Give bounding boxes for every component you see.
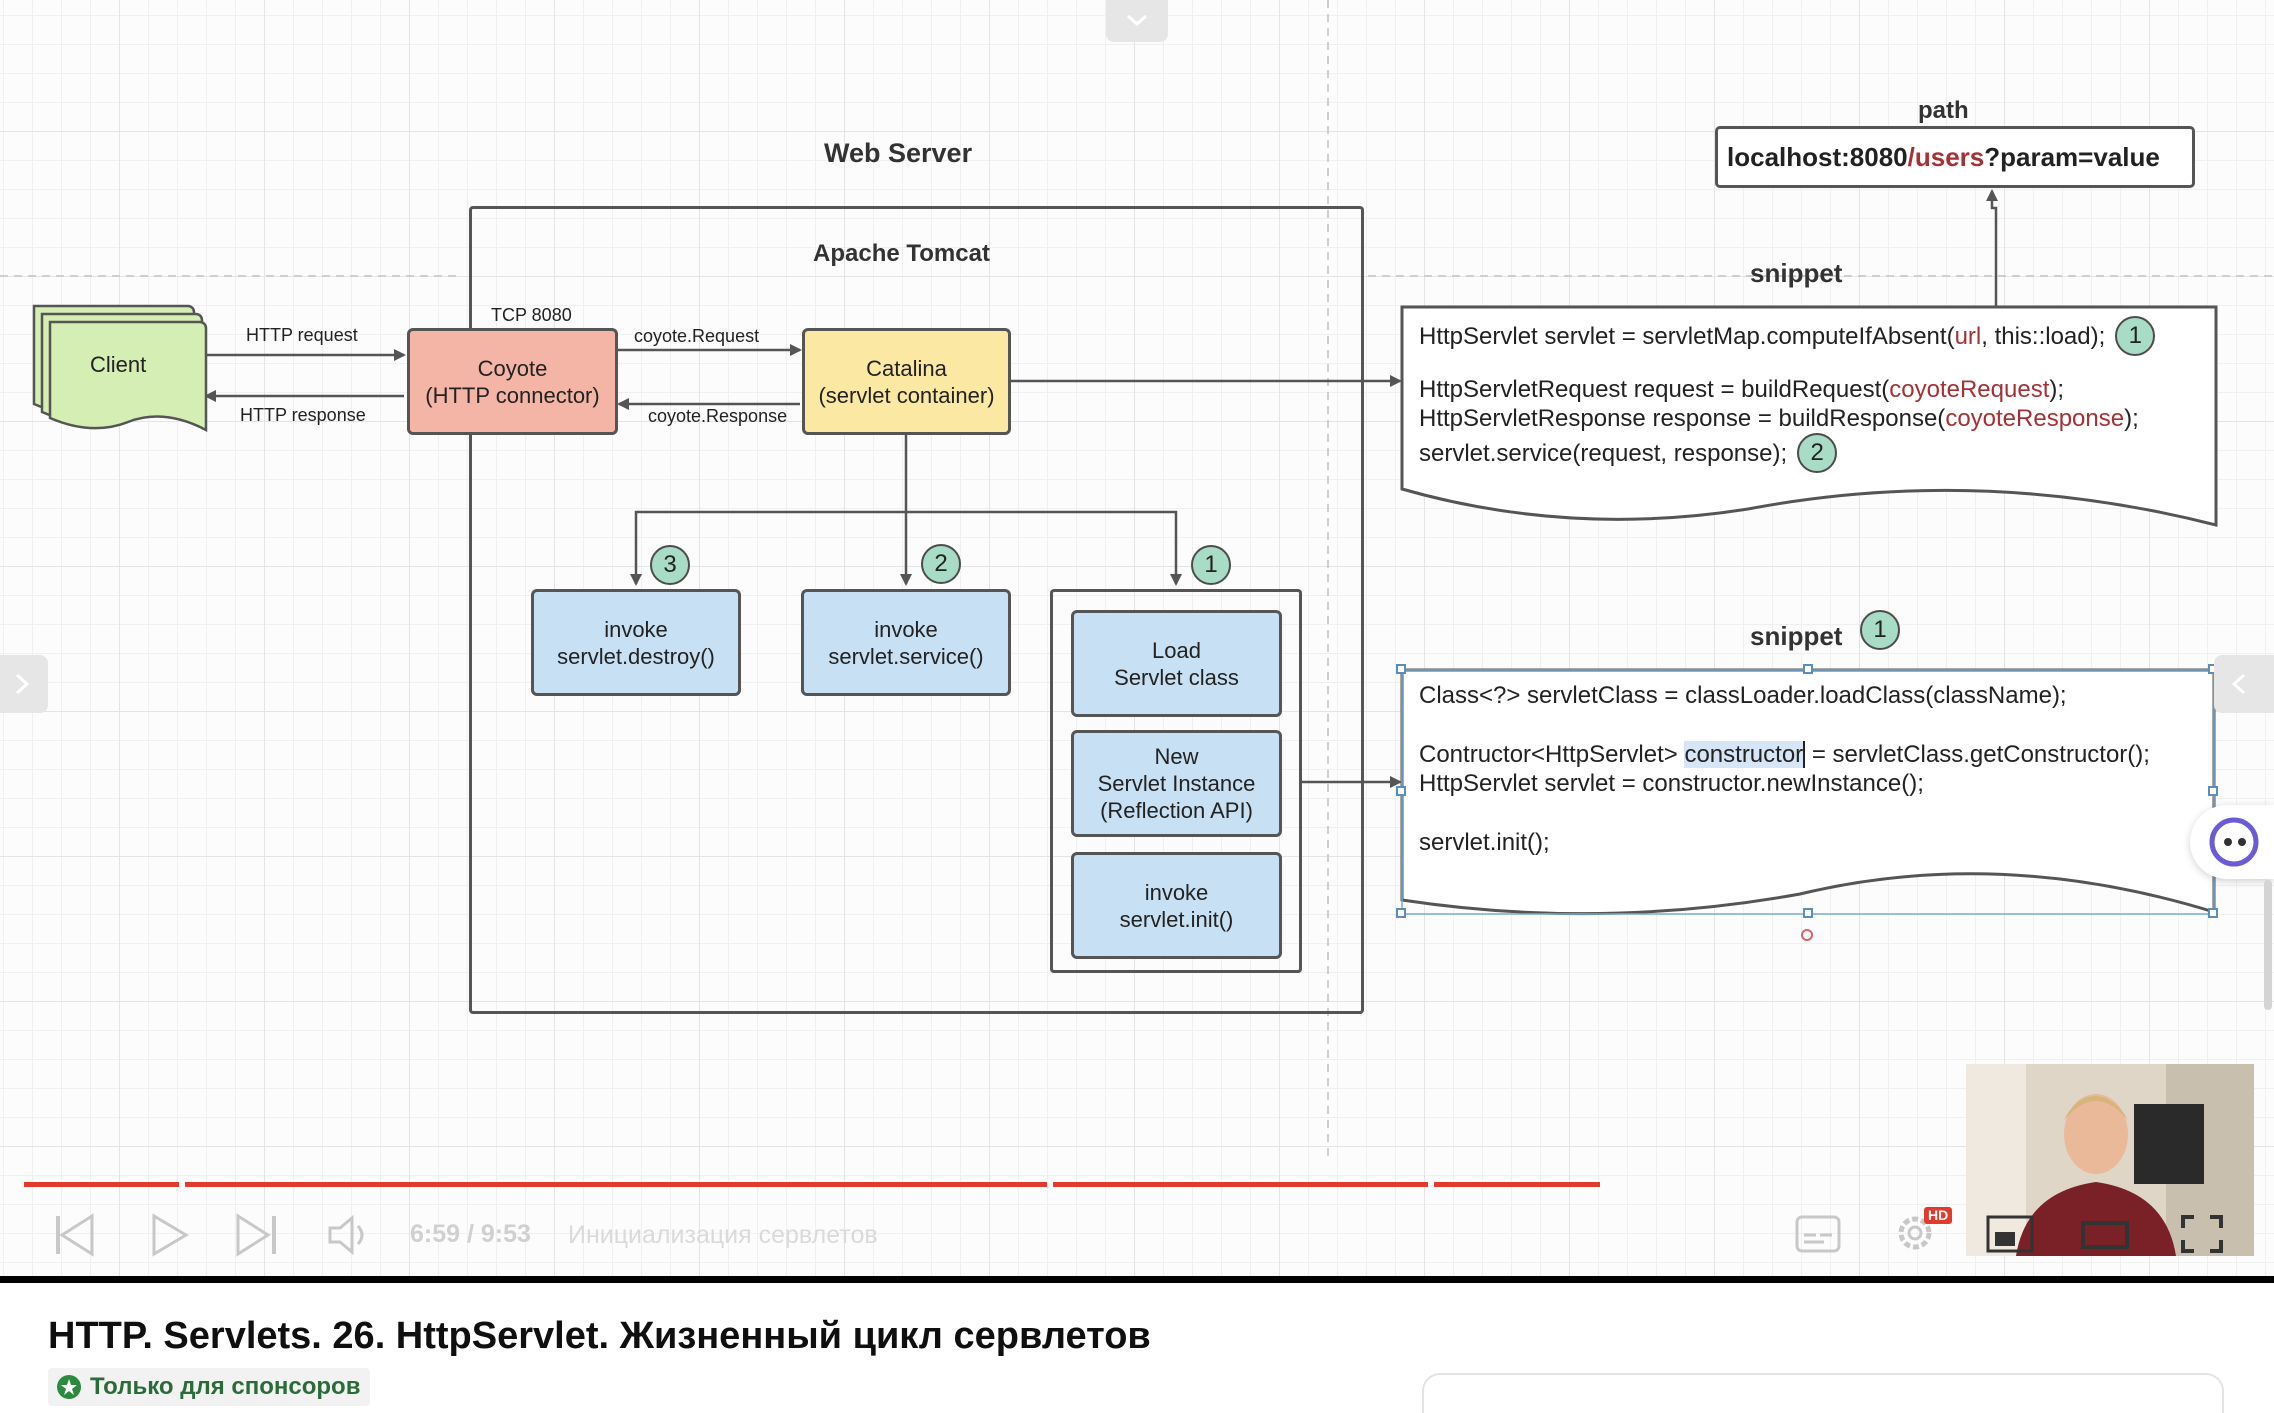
coyote-request-label: coyote.Request [634,326,760,346]
tomcat-container[interactable] [469,206,1364,1014]
progress-segment[interactable] [1434,1182,1600,1187]
progress-segment[interactable] [185,1182,1047,1187]
resize-handle-br[interactable] [2208,908,2218,918]
snippet1-line3: HttpServletResponse response = buildResp… [1419,405,2139,432]
init-node[interactable]: invoke servlet.init() [1071,852,1282,959]
web-server-title: Web Server [824,138,973,168]
chevron-right-icon [15,673,30,695]
miniplayer-icon[interactable] [1985,1214,2035,1254]
path-host: localhost:8080 [1727,142,1908,172]
step-badge-init: 1 [1191,545,1231,585]
http-request-label: HTTP request [246,325,358,345]
play-icon[interactable] [150,1212,190,1258]
snippet2-code: Class<?> servletClass = classLoader.load… [1419,681,2150,857]
assistant-bubble-icon[interactable] [2190,805,2274,879]
snippet2-line3: HttpServlet servlet = constructor.newIns… [1419,770,1924,797]
path-box[interactable]: localhost:8080/users?param=value [1715,126,2195,188]
catalina-node[interactable]: Catalina (servlet container) [802,328,1011,435]
chapter-title[interactable]: Инициализация сервлетов [568,1221,878,1249]
coyote-node[interactable]: Coyote (HTTP connector) [407,328,618,435]
destroy-node[interactable]: invoke servlet.destroy() [531,589,741,696]
snippet1-line2: HttpServletRequest request = buildReques… [1419,376,2065,403]
snippet2-line1: Class<?> servletClass = classLoader.load… [1419,682,2067,709]
settings-icon[interactable] [1892,1210,1938,1256]
whiteboard-canvas[interactable]: Web Server Apache Tomcat Client HTTP req… [0,0,2274,1276]
snippet1-line4: servlet.service(request, response); 2 [1419,433,2155,473]
snippet1-badge-1: 1 [2115,316,2156,356]
init-group[interactable] [1050,589,1302,973]
subtitles-icon[interactable] [1794,1214,1842,1254]
video-info-bar: HTTP. Servlets. 26. HttpServlet. Жизненн… [0,1276,2274,1413]
snippet2-title-badge: 1 [1860,610,1900,650]
progress-segment[interactable] [24,1182,179,1187]
resize-handle-ml[interactable] [1396,786,1406,796]
snippet1-code: HttpServlet servlet = servletMap.compute… [1419,316,2156,473]
progress-segment[interactable] [1053,1182,1428,1187]
snippet2-title: snippet [1750,621,1843,651]
snippet2-line4: servlet.init(); [1419,829,1550,856]
scrollbar-thumb[interactable] [2264,880,2272,1010]
client-node[interactable] [28,300,208,436]
sponsor-badge-label: Только для спонсоров [90,1373,361,1400]
fullscreen-icon[interactable] [2180,1214,2224,1254]
hd-badge: HD [1924,1207,1953,1224]
resize-handle-tm[interactable] [1803,664,1813,674]
http-response-label: HTTP response [240,405,366,425]
resize-handle-mr[interactable] [2208,786,2218,796]
chevron-left-icon [2231,673,2246,695]
selected-text[interactable]: constructor [1684,741,1806,768]
sponsor-badge[interactable]: Только для спонсоров [48,1368,371,1406]
left-panel-toggle[interactable] [0,655,48,713]
star-icon [57,1375,81,1399]
snippet1-line1: HttpServlet servlet = servletMap.compute… [1419,316,2156,356]
tcp-port-label: TCP 8080 [491,305,572,325]
webcam-overlay [1966,1064,2254,1256]
path-segment: /users [1907,142,1985,172]
collapse-toolbar-tab[interactable] [1106,0,1168,42]
step-badge-service: 2 [921,544,961,584]
snippet1-shape[interactable] [1400,305,2220,529]
step-badge-destroy: 3 [650,545,690,585]
time-display: 6:59 / 9:53 [410,1220,531,1248]
next-icon[interactable] [234,1212,280,1258]
side-panel-edge [1422,1373,2224,1413]
new-instance-node[interactable]: New Servlet Instance (Reflection API) [1071,730,1282,837]
path-label: path [1918,97,1969,124]
load-class-node[interactable]: Load Servlet class [1071,610,1282,717]
video-title: HTTP. Servlets. 26. HttpServlet. Жизненн… [48,1315,1151,1357]
resize-handle-bm[interactable] [1803,908,1813,918]
right-panel-toggle[interactable] [2214,655,2274,713]
snippet1-badge-2: 2 [1797,433,1838,473]
chevron-down-icon [1127,14,1147,27]
resize-handle-bl[interactable] [1396,908,1406,918]
tomcat-title: Apache Tomcat [813,240,990,267]
snippet2-line2: Contructor<HttpServlet> constructor = se… [1419,741,2150,768]
path-query: ?param=value [1984,142,2160,172]
service-node[interactable]: invoke servlet.service() [801,589,1011,696]
snippet1-title: snippet [1750,258,1843,288]
resize-handle-tl[interactable] [1396,664,1406,674]
client-label: Client [90,352,147,377]
volume-icon[interactable] [326,1212,372,1258]
theater-icon[interactable] [2080,1220,2130,1250]
rotate-handle[interactable] [1801,929,1813,941]
prev-icon[interactable] [52,1212,98,1258]
diagram-connectors [0,0,2274,1160]
coyote-response-label: coyote.Response [648,406,788,426]
